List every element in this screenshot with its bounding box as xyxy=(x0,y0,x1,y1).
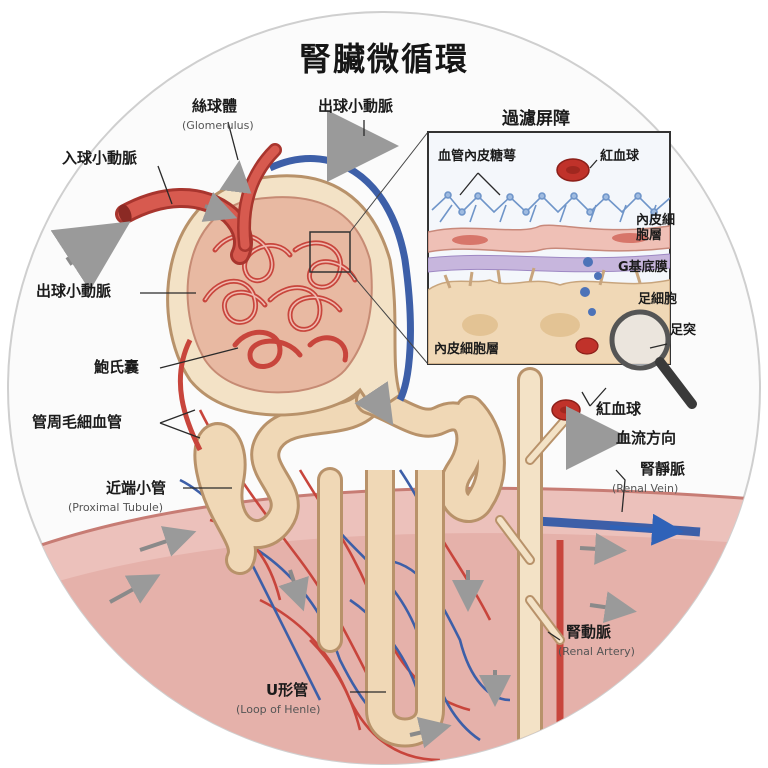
loop-of-henle xyxy=(317,467,445,748)
bowmans-capsule-label: 鮑氏囊 xyxy=(94,358,140,376)
glomerulus-label: 絲球體 xyxy=(192,97,238,115)
proximal-tubule xyxy=(193,385,506,575)
renal-vein-label: 腎靜脈 xyxy=(640,460,686,478)
zoom-region xyxy=(309,231,351,273)
endothelial-layer xyxy=(428,224,670,253)
bowmans-capsule xyxy=(166,174,402,417)
foot-process-label: 足突 xyxy=(670,323,697,338)
inset-title: 過濾屏障 xyxy=(502,109,570,129)
vein-flow-arrow xyxy=(609,513,684,546)
efferent-arteriole-label-left: 出球小動脈 xyxy=(36,282,112,300)
loop-of-henle-label-en: (Loop of Henle) xyxy=(236,703,321,716)
afferent-arteriole-label: 入球小動脈 xyxy=(62,149,138,167)
capsule-venule xyxy=(268,155,414,402)
magnifier-icon xyxy=(609,309,671,371)
page-title: 腎臟微循環 xyxy=(298,40,469,78)
filtration-barrier-inset xyxy=(427,131,697,409)
endothelial-layer-label-bottom: 內皮細胞層 xyxy=(434,342,500,357)
flow-arrows xyxy=(109,526,637,749)
proximal-tubule-label-en: (Proximal Tubule) xyxy=(68,501,164,514)
renal-artery-label: 腎動脈 xyxy=(566,623,612,641)
flow-direction-label: 血流方向 xyxy=(616,429,677,447)
loop-of-henle-label: U形管 xyxy=(266,681,309,699)
endothelial-layer-label-right: 內皮細 胞層 xyxy=(636,213,676,243)
basement-membrane xyxy=(428,253,670,273)
leader-lines xyxy=(140,120,668,693)
proximal-tubule-label: 近端小管 xyxy=(106,479,167,497)
renal-vein-label-en: (Renal Vein) xyxy=(612,482,679,495)
inset-rbc-label: 紅血球 xyxy=(600,149,640,164)
peritubular-capillary-label: 管周毛細血管 xyxy=(32,413,123,431)
glycocalyx-label: 血管內皮糖萼 xyxy=(438,149,517,164)
glycocalyx-molecules xyxy=(431,191,670,223)
inflow-arrow xyxy=(50,221,131,291)
rbc-label: 紅血球 xyxy=(596,400,642,418)
efferent-arteriole-label-top: 出球小動脈 xyxy=(318,97,394,115)
podocyte-label: 足細胞 xyxy=(638,292,678,307)
glomerulus-label-en: (Glomerulus) xyxy=(182,119,254,132)
gbm-label: G基底膜 xyxy=(618,260,668,275)
renal-artery-label-en: (Renal Artery) xyxy=(558,645,635,658)
